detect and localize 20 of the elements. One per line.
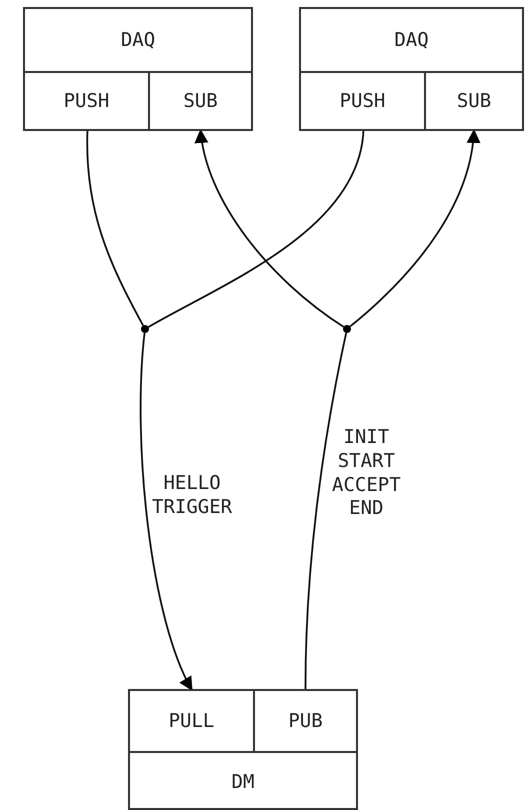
record-box	[299, 7, 524, 131]
junction-dot	[141, 325, 149, 333]
connector-line	[86, 128, 144, 326]
record-title: DAQ	[120, 29, 156, 51]
arrow	[140, 332, 194, 692]
port-cell: SUB	[150, 71, 251, 129]
record-title: DAQ	[394, 29, 429, 51]
record-box	[128, 689, 358, 810]
port-cell: PUSH	[301, 71, 426, 129]
port-cell: PUSH	[25, 71, 150, 129]
connector-line	[148, 128, 364, 328]
record-title: DM	[232, 771, 254, 793]
arrow	[195, 128, 344, 328]
arrow	[350, 128, 480, 328]
record-box	[23, 7, 253, 131]
junction-dot	[343, 325, 351, 333]
port-cell: PULL	[130, 691, 255, 753]
connector-line	[304, 332, 348, 691]
port-cell: PUB	[255, 691, 356, 753]
port-cell: SUB	[426, 71, 522, 129]
